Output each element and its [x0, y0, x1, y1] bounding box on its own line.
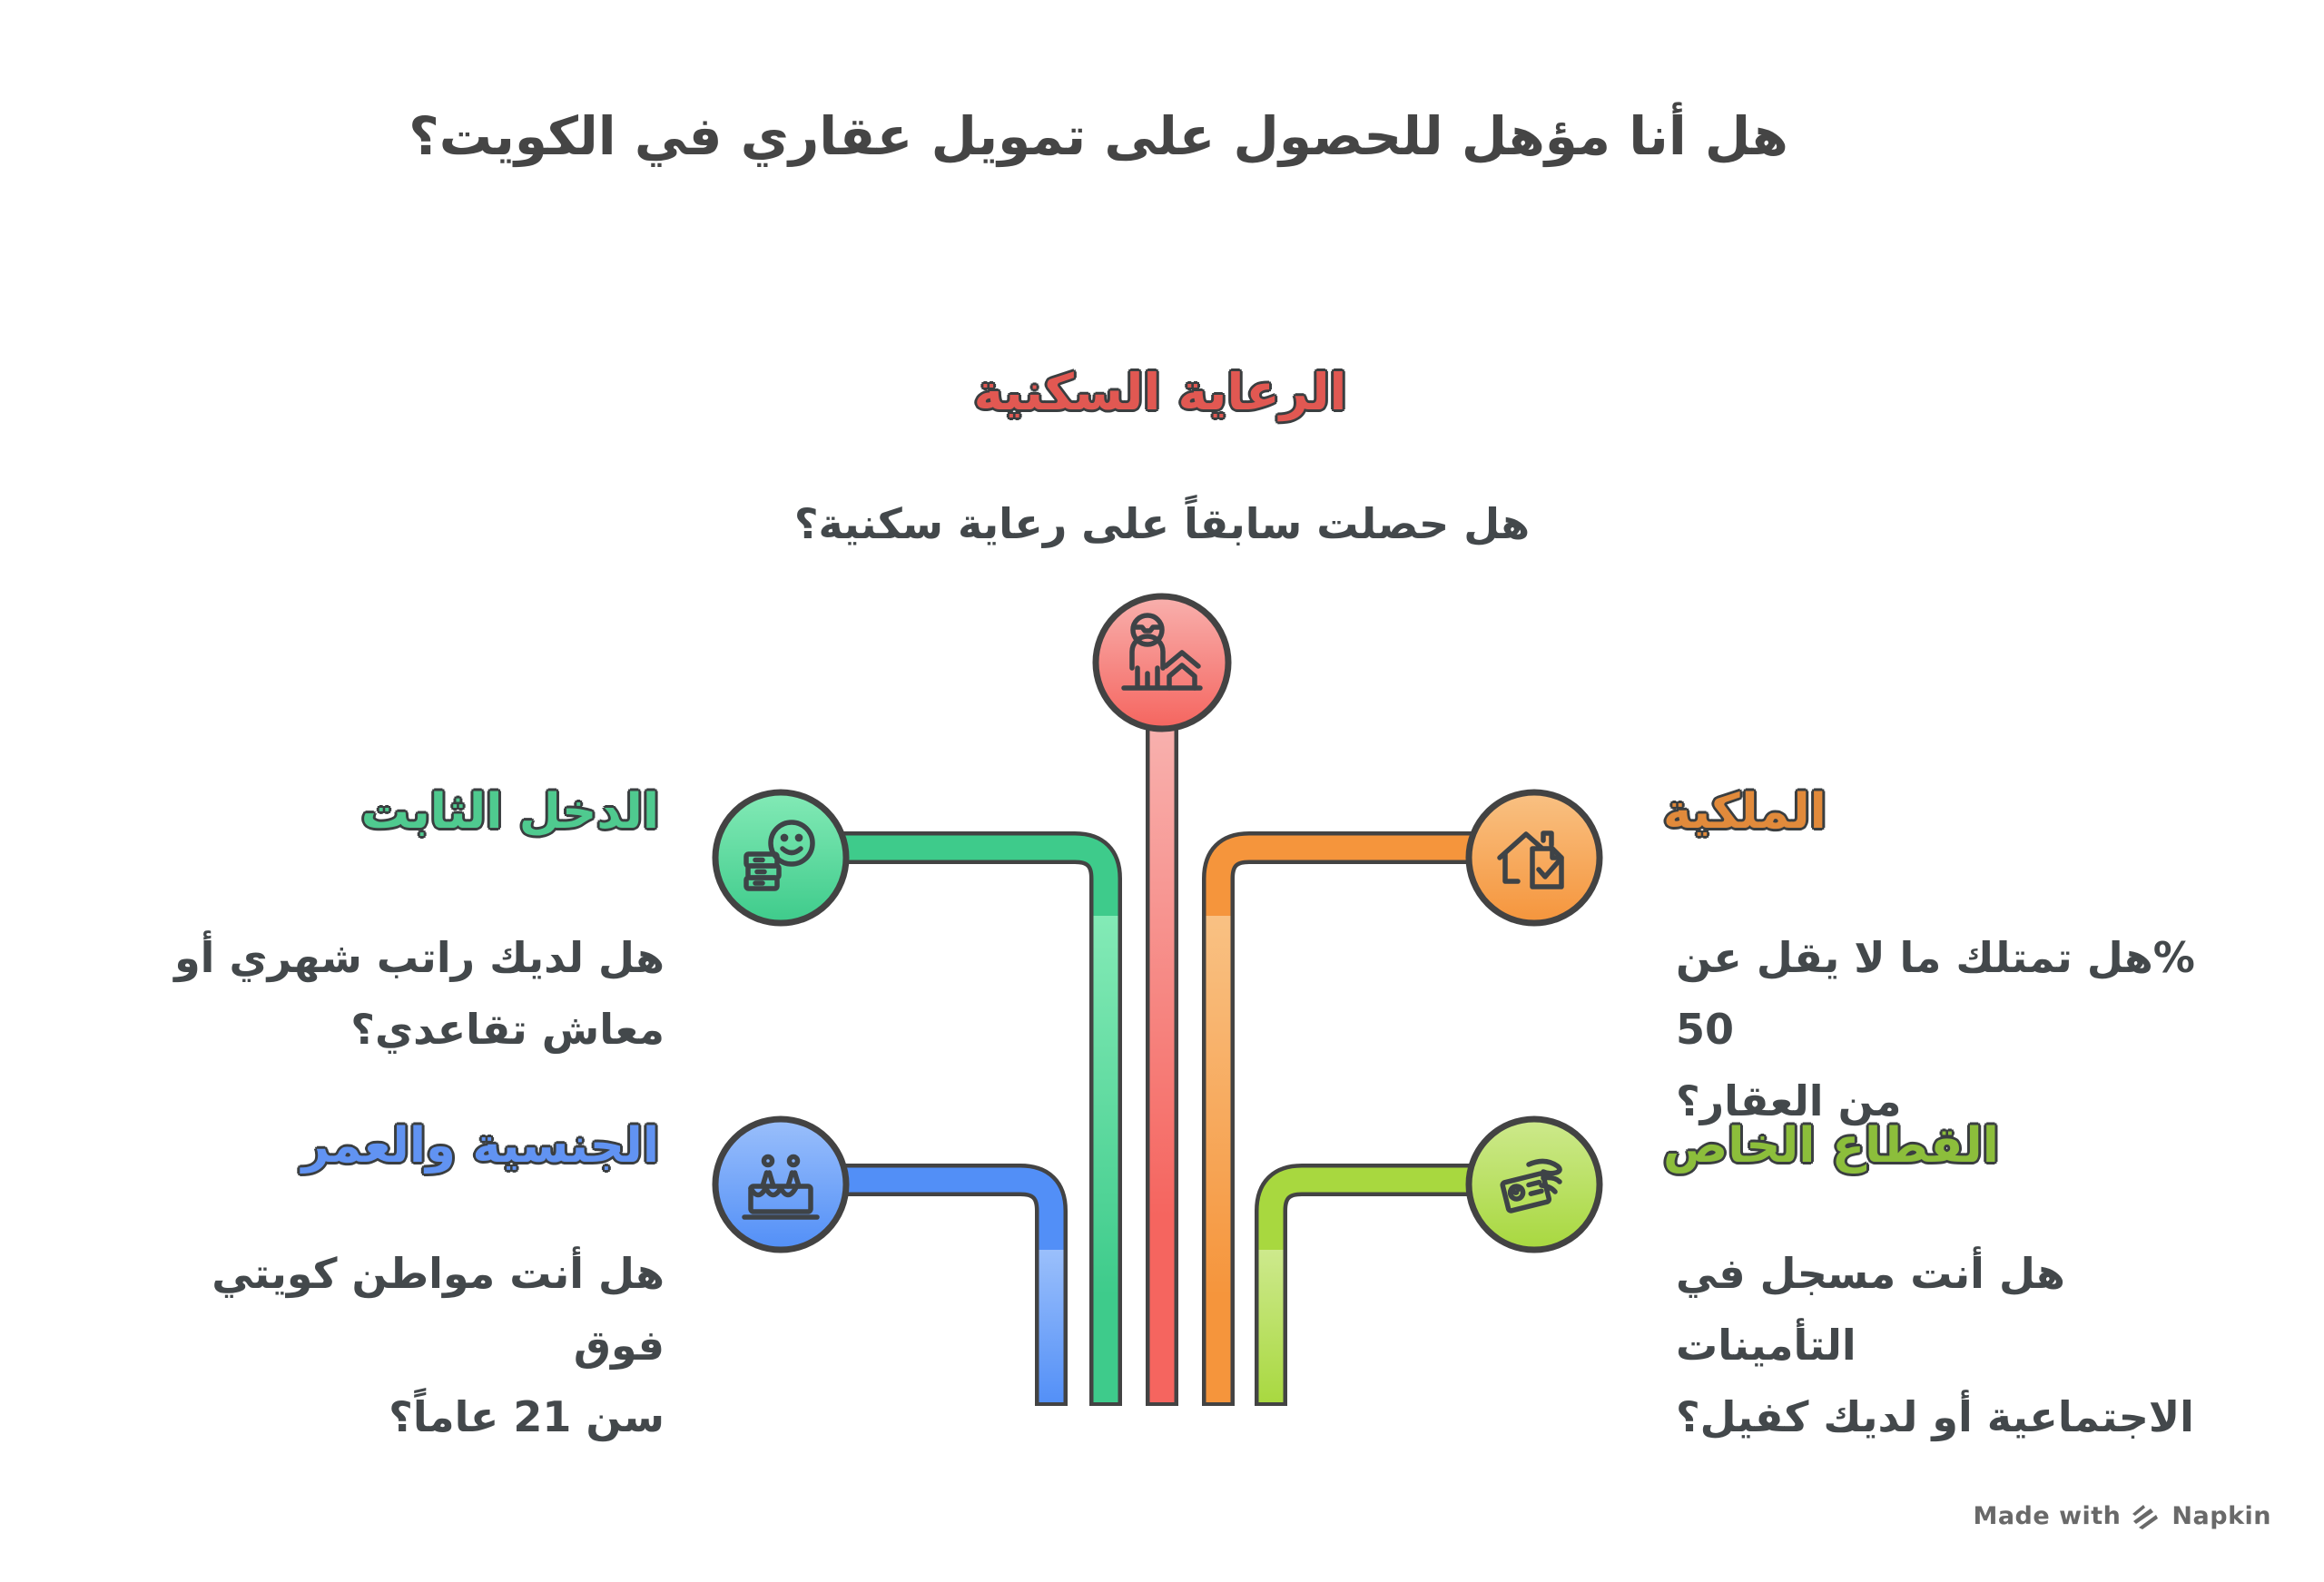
- branch-heading-housing: الرعاية السكنية: [973, 363, 1347, 421]
- branch-heading-private-sector: القطاع الخاص: [1663, 1118, 1999, 1174]
- node-circle-income: [712, 789, 850, 927]
- salary-smiley-banknotes-icon: [743, 820, 815, 891]
- napkin-brand-label: Napkin: [2171, 1501, 2271, 1530]
- pipe-ownership: [1206, 835, 1534, 917]
- branch-heading-ownership: الملكية: [1663, 784, 1827, 840]
- pipe-income: [781, 835, 1118, 917]
- birthday-cake-icon: [742, 1154, 820, 1220]
- branch-question-nationality: هل أنت مواطن كويتي فوق سن 21 عاماً؟: [212, 1249, 665, 1441]
- branch-heading-income: الدخل الثابت: [360, 784, 659, 840]
- hand-holding-id-card-icon: [1500, 1158, 1562, 1214]
- branch-question-private-sector: هل أنت مسجل في التأمينات الاجتماعية أو ل…: [1676, 1249, 2194, 1441]
- made-with-label: Made with: [1973, 1501, 2122, 1530]
- made-with-napkin-watermark[interactable]: Made with Napkin: [1973, 1501, 2271, 1530]
- branch-heading-nationality: الجنسية والعمر: [301, 1118, 660, 1174]
- branch-question-ownership: %هل تمتلك ما لا يقل عن 50 من العقار؟: [1676, 933, 2195, 1125]
- pipe-nationality: [781, 1167, 1064, 1251]
- page-title: هل أنا مؤهل للحصول على تمويل عقاري في ال…: [409, 105, 1788, 167]
- branch-question-income: هل لديك راتب شهري أو معاش تقاعدي؟: [174, 933, 665, 1054]
- branch-question-housing: هل حصلت سابقاً على رعاية سكنية؟: [793, 499, 1531, 548]
- napkin-logo-icon: [2132, 1505, 2159, 1529]
- pipe-private-sector: [1258, 1167, 1534, 1251]
- person-next-to-house-icon: [1121, 613, 1203, 691]
- house-with-checked-document-icon: [1497, 830, 1564, 889]
